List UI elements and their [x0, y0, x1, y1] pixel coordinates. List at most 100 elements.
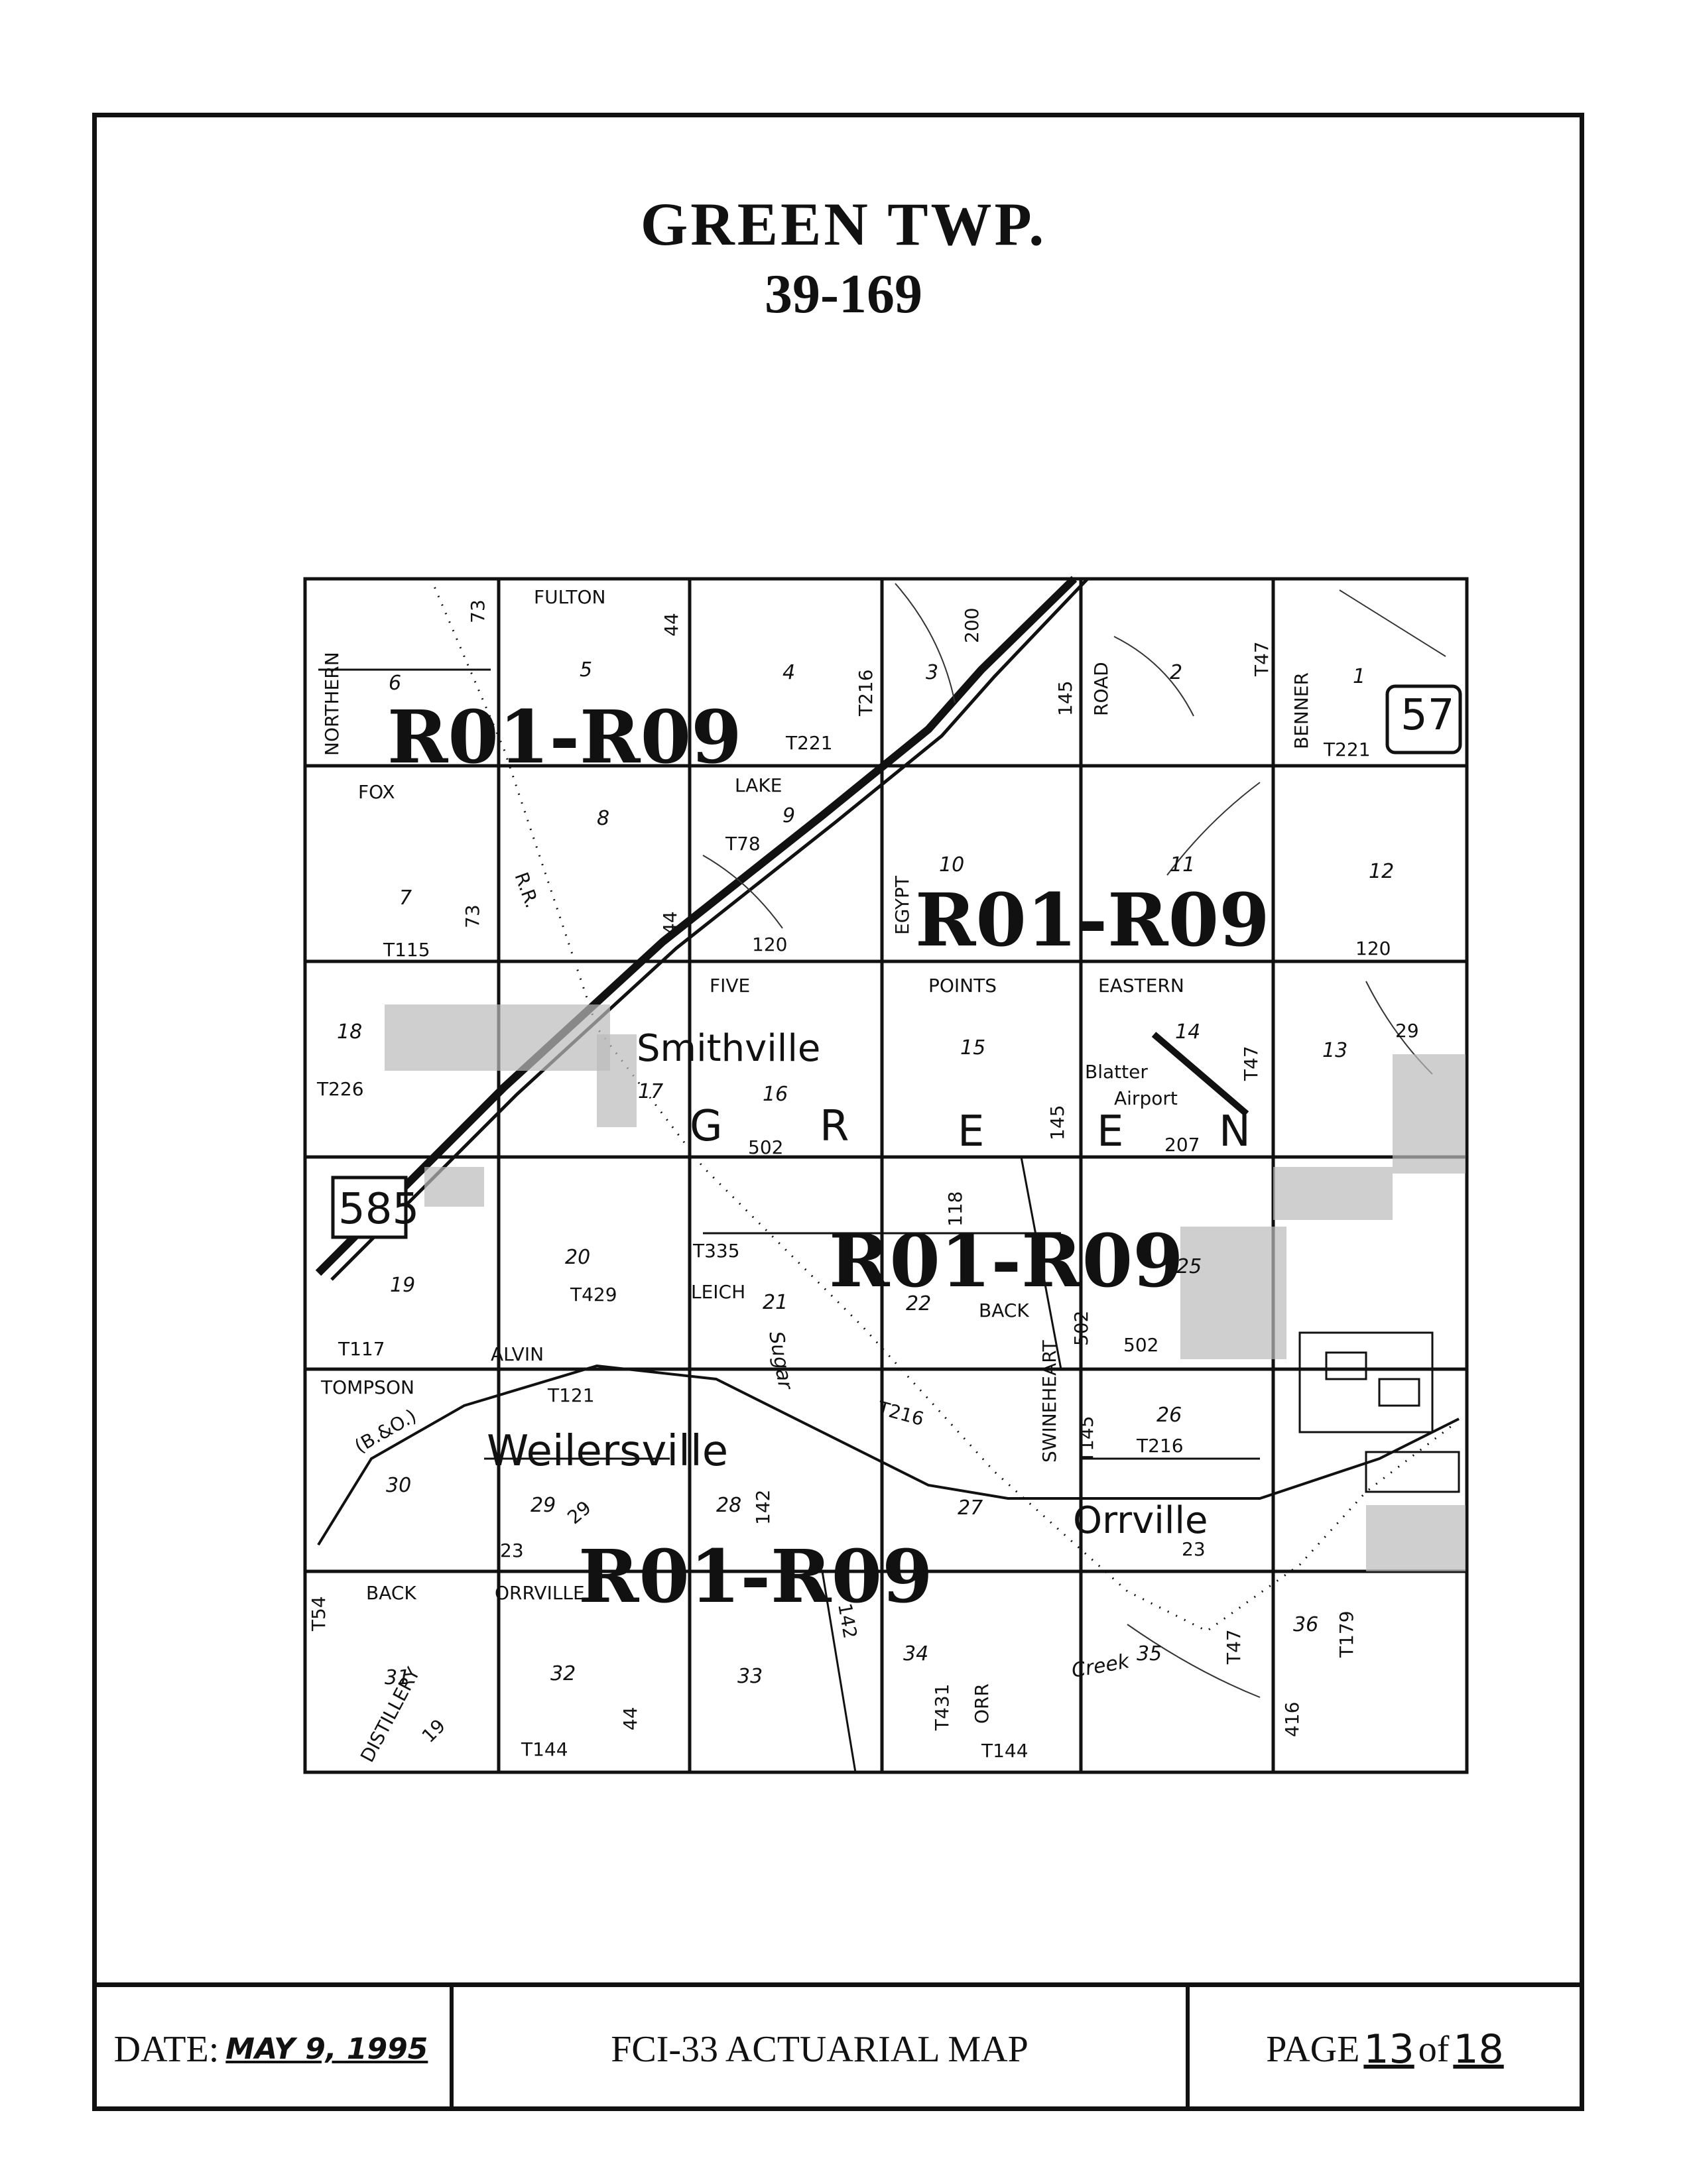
township-code: 39-169 — [765, 263, 922, 325]
section-18: 18 — [337, 1020, 362, 1044]
road-502-vert: 502 — [1070, 1311, 1092, 1346]
footer-bar: DATE: MAY 9, 1995 FCI-33 ACTUARIAL MAP P… — [92, 1982, 1584, 2111]
road-rr: R.R. — [510, 869, 543, 911]
city-blocks — [1365, 1451, 1460, 1493]
page-label: PAGE — [1266, 2028, 1360, 2070]
road-benner: BENNER — [1290, 672, 1312, 749]
road-t221: T221 — [785, 732, 833, 754]
map-border — [303, 577, 1469, 1774]
town-smithville: Smithville — [637, 1027, 820, 1070]
section-20: 20 — [565, 1246, 590, 1269]
urban-area — [424, 1167, 484, 1207]
section-33: 33 — [737, 1665, 763, 1688]
urban-area — [1180, 1227, 1286, 1359]
road-t47-north: T47 — [1251, 641, 1273, 677]
road-t335: T335 — [692, 1240, 740, 1262]
rating-territory-stamp: R01-R09 — [915, 877, 1270, 963]
date-value: MAY 9, 1995 — [225, 2032, 428, 2066]
section-2: 2 — [1170, 661, 1182, 684]
road-t431: T431 — [931, 1683, 953, 1731]
section-8: 8 — [597, 807, 609, 830]
city-blocks — [1325, 1351, 1367, 1380]
creek — [702, 583, 1446, 1698]
road-eastern: EASTERN — [1098, 975, 1184, 997]
township-letter-r: R — [820, 1102, 849, 1151]
road-creek: Creek — [1070, 1650, 1132, 1683]
road-73-north: 73 — [467, 599, 489, 623]
section-16: 16 — [763, 1083, 788, 1106]
map-title: FCI-33 ACTUARIAL MAP — [611, 2028, 1029, 2070]
road-t216-east: T216 — [1136, 1435, 1184, 1457]
township-letter-g: G — [690, 1102, 723, 1151]
road-502: 502 — [748, 1136, 783, 1158]
road-road: ROAD — [1090, 662, 1112, 716]
road-29-east: 29 — [1395, 1020, 1419, 1042]
section-5: 5 — [580, 658, 592, 682]
route-585-shield — [331, 1176, 408, 1239]
railroad-bo — [317, 1364, 1460, 1546]
road-line — [821, 1571, 857, 1773]
road-egypt: EGYPT — [891, 875, 913, 935]
road-29-south: 29 — [563, 1496, 595, 1528]
road-swineheart: SWINEHEART — [1038, 1339, 1060, 1463]
page-of: of — [1418, 2028, 1450, 2070]
route-57-shield — [1385, 684, 1462, 755]
township-letter-n: N — [1219, 1107, 1251, 1156]
road-five: FIVE — [710, 975, 750, 997]
date-cell: DATE: MAY 9, 1995 — [92, 1987, 454, 2111]
road-118: 118 — [944, 1191, 966, 1227]
road-t144: T144 — [521, 1738, 568, 1760]
section-25: 25 — [1176, 1255, 1202, 1278]
section-22: 22 — [906, 1292, 931, 1315]
page-total: 18 — [1453, 2026, 1504, 2073]
road-145-mid: 145 — [1046, 1105, 1068, 1140]
airport-label-1: Blatter — [1085, 1061, 1148, 1083]
city-blocks — [1378, 1378, 1420, 1407]
road-t179: T179 — [1336, 1610, 1357, 1658]
road-t78: T78 — [725, 833, 761, 855]
section-7: 7 — [399, 886, 412, 910]
section-30: 30 — [386, 1474, 411, 1497]
section-15: 15 — [960, 1036, 985, 1060]
road-23-west: 23 — [500, 1540, 524, 1561]
road-orr: ORR — [971, 1683, 993, 1724]
section-10: 10 — [939, 853, 964, 877]
page-frame — [92, 113, 1584, 2111]
road-alvin: ALVIN — [491, 1343, 544, 1365]
city-blocks — [1298, 1331, 1434, 1433]
road-23-east: 23 — [1182, 1538, 1206, 1560]
road-leich: LEICH — [691, 1281, 745, 1303]
railroad-bo-ties — [317, 1365, 929, 1546]
section-34: 34 — [903, 1642, 928, 1666]
section-17: 17 — [638, 1080, 663, 1103]
airport-runway — [1151, 1032, 1249, 1117]
section-9: 9 — [782, 804, 795, 827]
road-points: POINTS — [928, 975, 997, 997]
railroad-rr — [430, 578, 1453, 1632]
road-120: 120 — [752, 934, 787, 955]
township-title: GREEN TWP. — [640, 190, 1047, 258]
town-orrville: Orrville — [1073, 1499, 1208, 1542]
road-back: BACK — [979, 1300, 1029, 1321]
section-1: 1 — [1353, 665, 1365, 688]
section-29: 29 — [531, 1494, 556, 1517]
section-14: 14 — [1175, 1020, 1200, 1044]
urban-area — [1366, 1505, 1466, 1571]
section-6: 6 — [389, 672, 401, 695]
section-26: 26 — [1156, 1404, 1182, 1427]
section-21: 21 — [763, 1291, 788, 1314]
urban-area — [1273, 1167, 1393, 1220]
route-585-label: 585 — [338, 1185, 419, 1234]
township-letter-e: E — [958, 1107, 984, 1156]
section-11: 11 — [1170, 853, 1195, 877]
road-fulton: FULTON — [534, 586, 605, 608]
road-44-south: 44 — [619, 1707, 641, 1730]
road-120-east: 120 — [1355, 938, 1391, 959]
road-44-north: 44 — [660, 613, 682, 637]
road-t144-east: T144 — [981, 1740, 1029, 1762]
road-lake: LAKE — [735, 774, 782, 796]
airport-label-2: Airport — [1114, 1087, 1178, 1109]
road-fox: FOX — [358, 781, 395, 803]
road-200: 200 — [961, 608, 983, 643]
